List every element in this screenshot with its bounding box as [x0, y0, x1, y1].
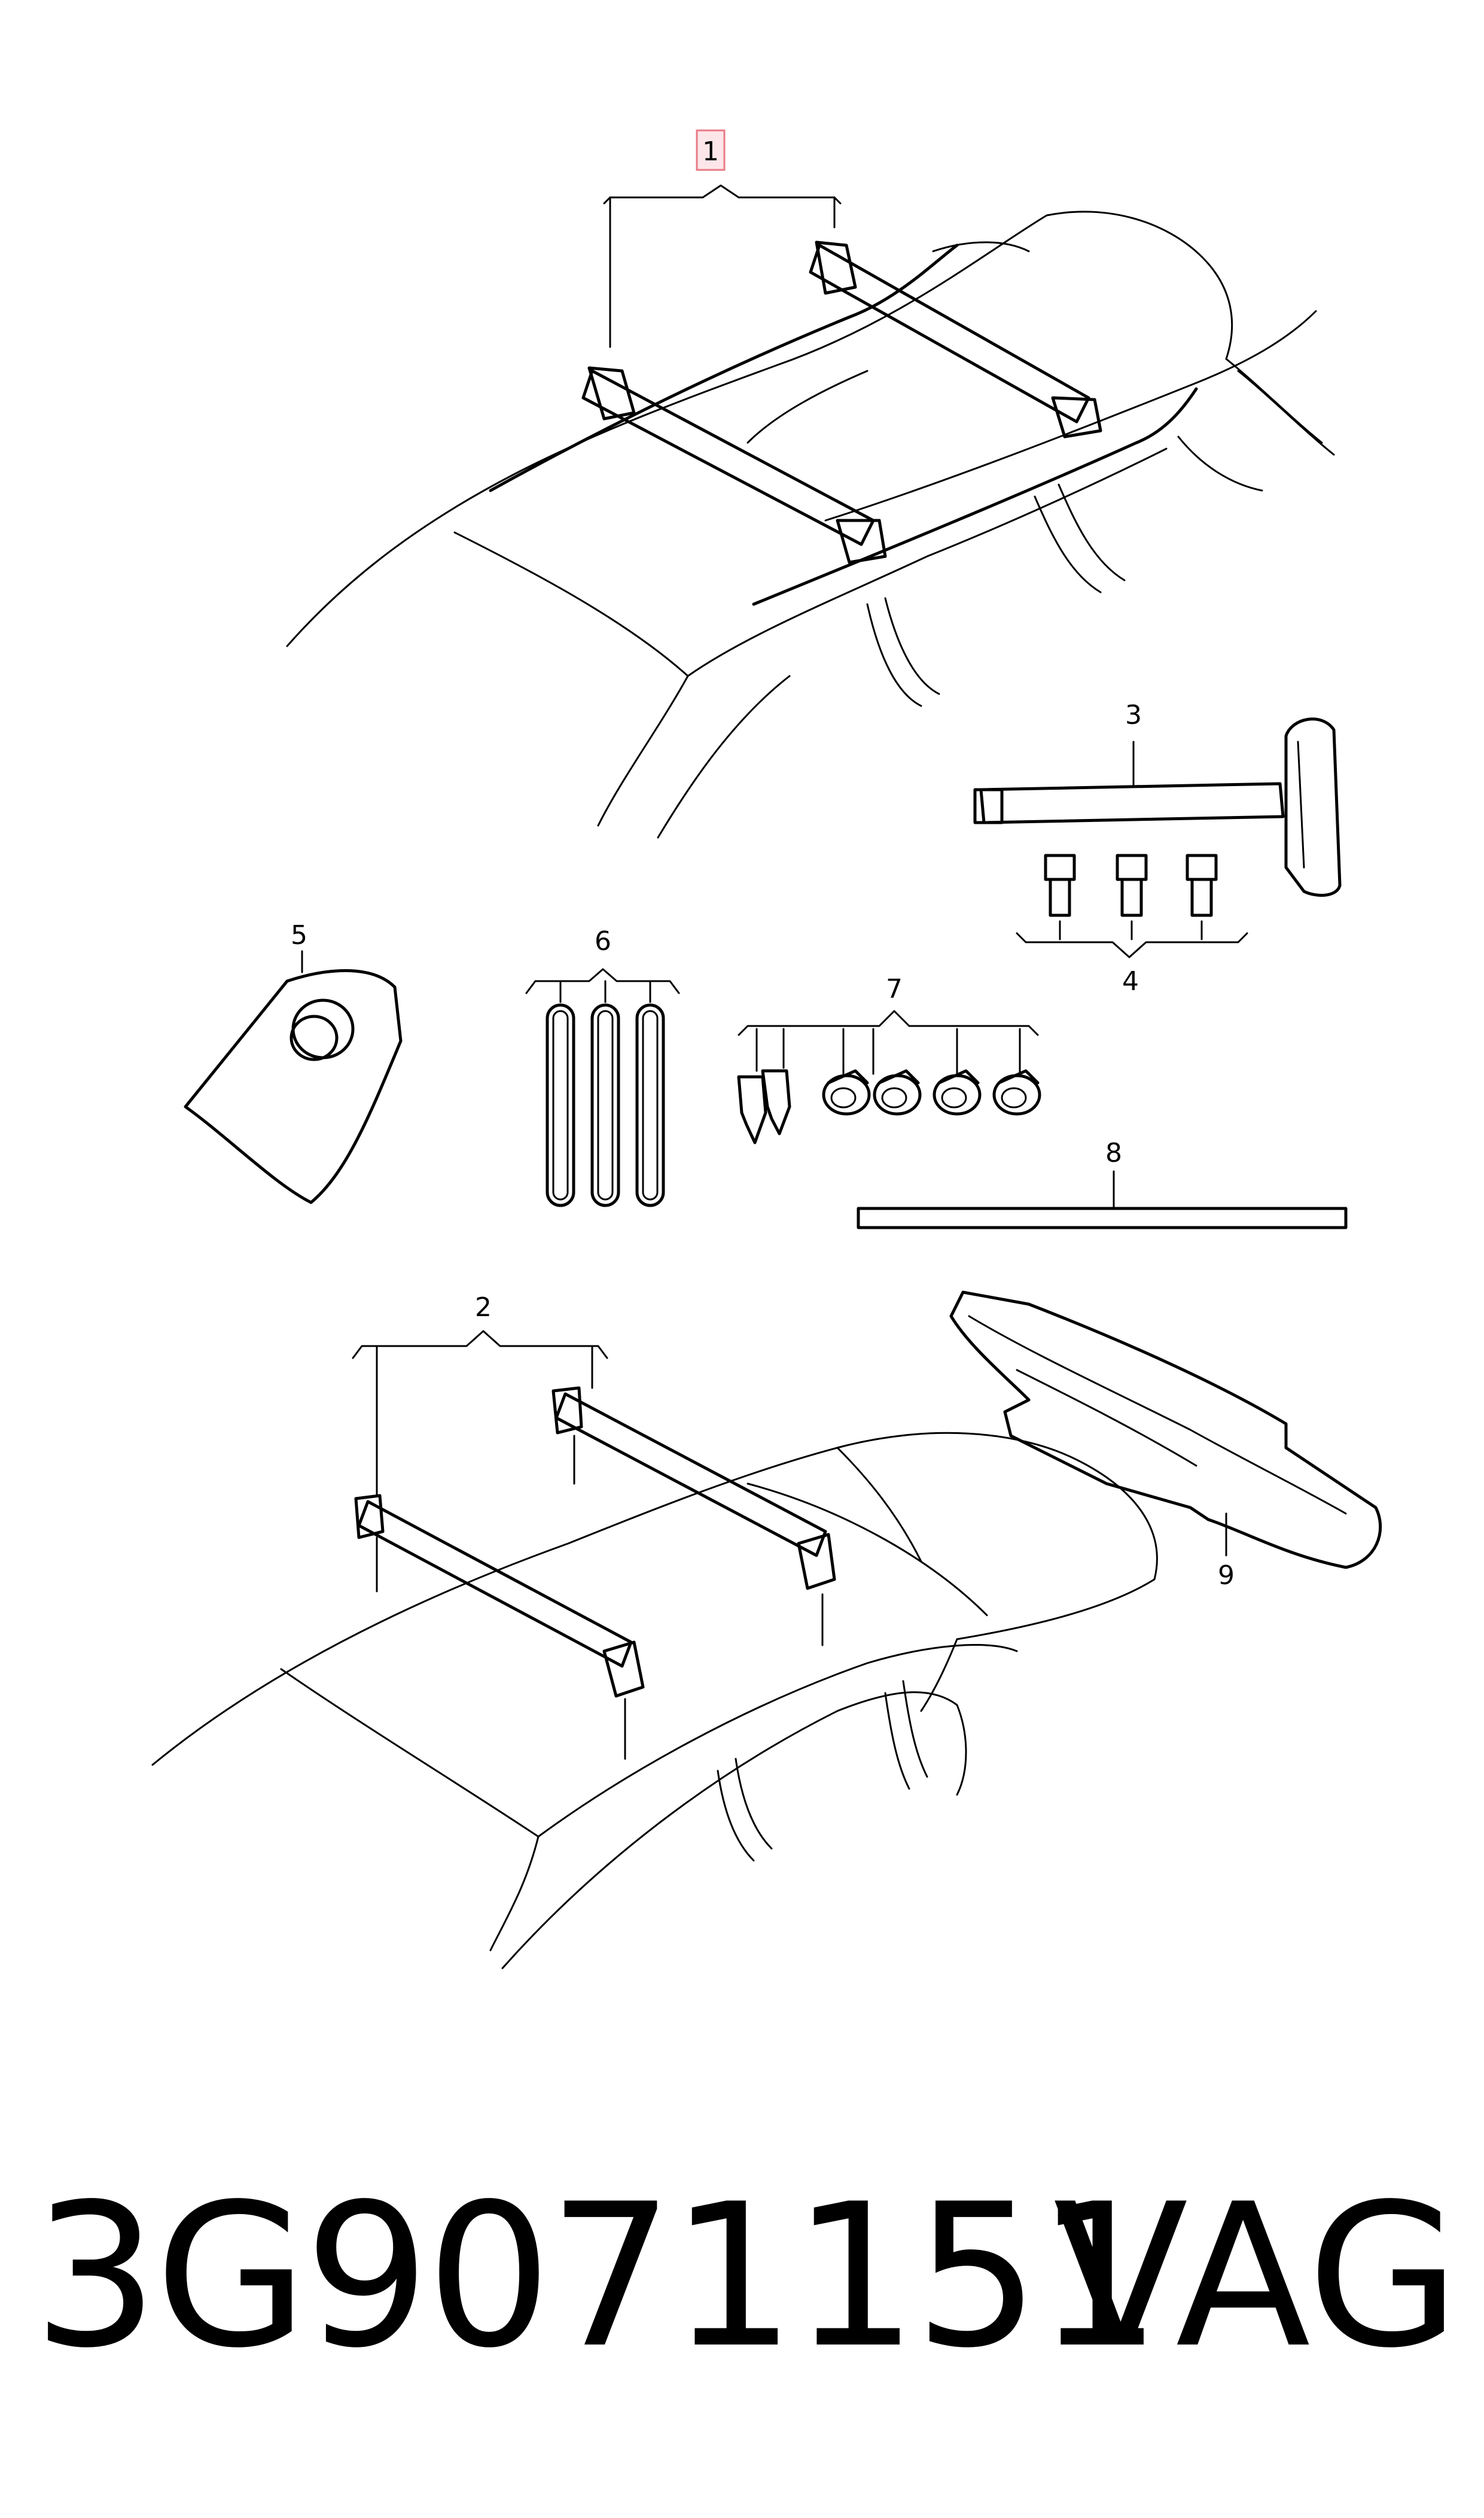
svg-text:6: 6 [595, 926, 611, 957]
callout-3: 3 [1125, 700, 1142, 730]
callout-8: 8 [1105, 1138, 1122, 1168]
part-7-keys-and-locks [737, 1010, 1041, 1144]
crossbar-set-bottom [352, 1330, 836, 1760]
svg-text:5: 5 [291, 920, 307, 951]
parts-diagram: 1 3 4 [151, 129, 1382, 1969]
svg-text:1: 1 [702, 136, 719, 167]
part-4-screws [1016, 854, 1248, 958]
part-number: 3G9071151 [33, 2161, 1162, 2391]
svg-text:2: 2 [475, 1292, 492, 1323]
brand-label: VAG [1053, 2161, 1460, 2391]
part-6-rubber-strips [525, 968, 680, 1207]
part-9-storage-bag [949, 1290, 1382, 1569]
svg-text:3: 3 [1125, 700, 1142, 730]
part-5-foot-mount [184, 950, 403, 1204]
callout-7: 7 [886, 974, 903, 1004]
callout-4: 4 [1122, 966, 1139, 997]
part-8-strip [857, 1170, 1348, 1229]
callout-9: 9 [1218, 1560, 1235, 1591]
sedan-roof-illustration [151, 1432, 1158, 1969]
callout-2: 2 [475, 1292, 492, 1323]
callout-1[interactable]: 1 [696, 129, 726, 171]
svg-text:4: 4 [1122, 966, 1139, 997]
crossbar-set-top [581, 184, 1102, 564]
callout-6: 6 [595, 926, 611, 957]
callout-5: 5 [291, 920, 307, 951]
svg-text:8: 8 [1105, 1138, 1122, 1168]
svg-text:7: 7 [886, 974, 903, 1004]
svg-text:9: 9 [1218, 1560, 1235, 1591]
part-3-wrench-tool [973, 717, 1342, 897]
estate-roof-illustration [286, 211, 1335, 839]
